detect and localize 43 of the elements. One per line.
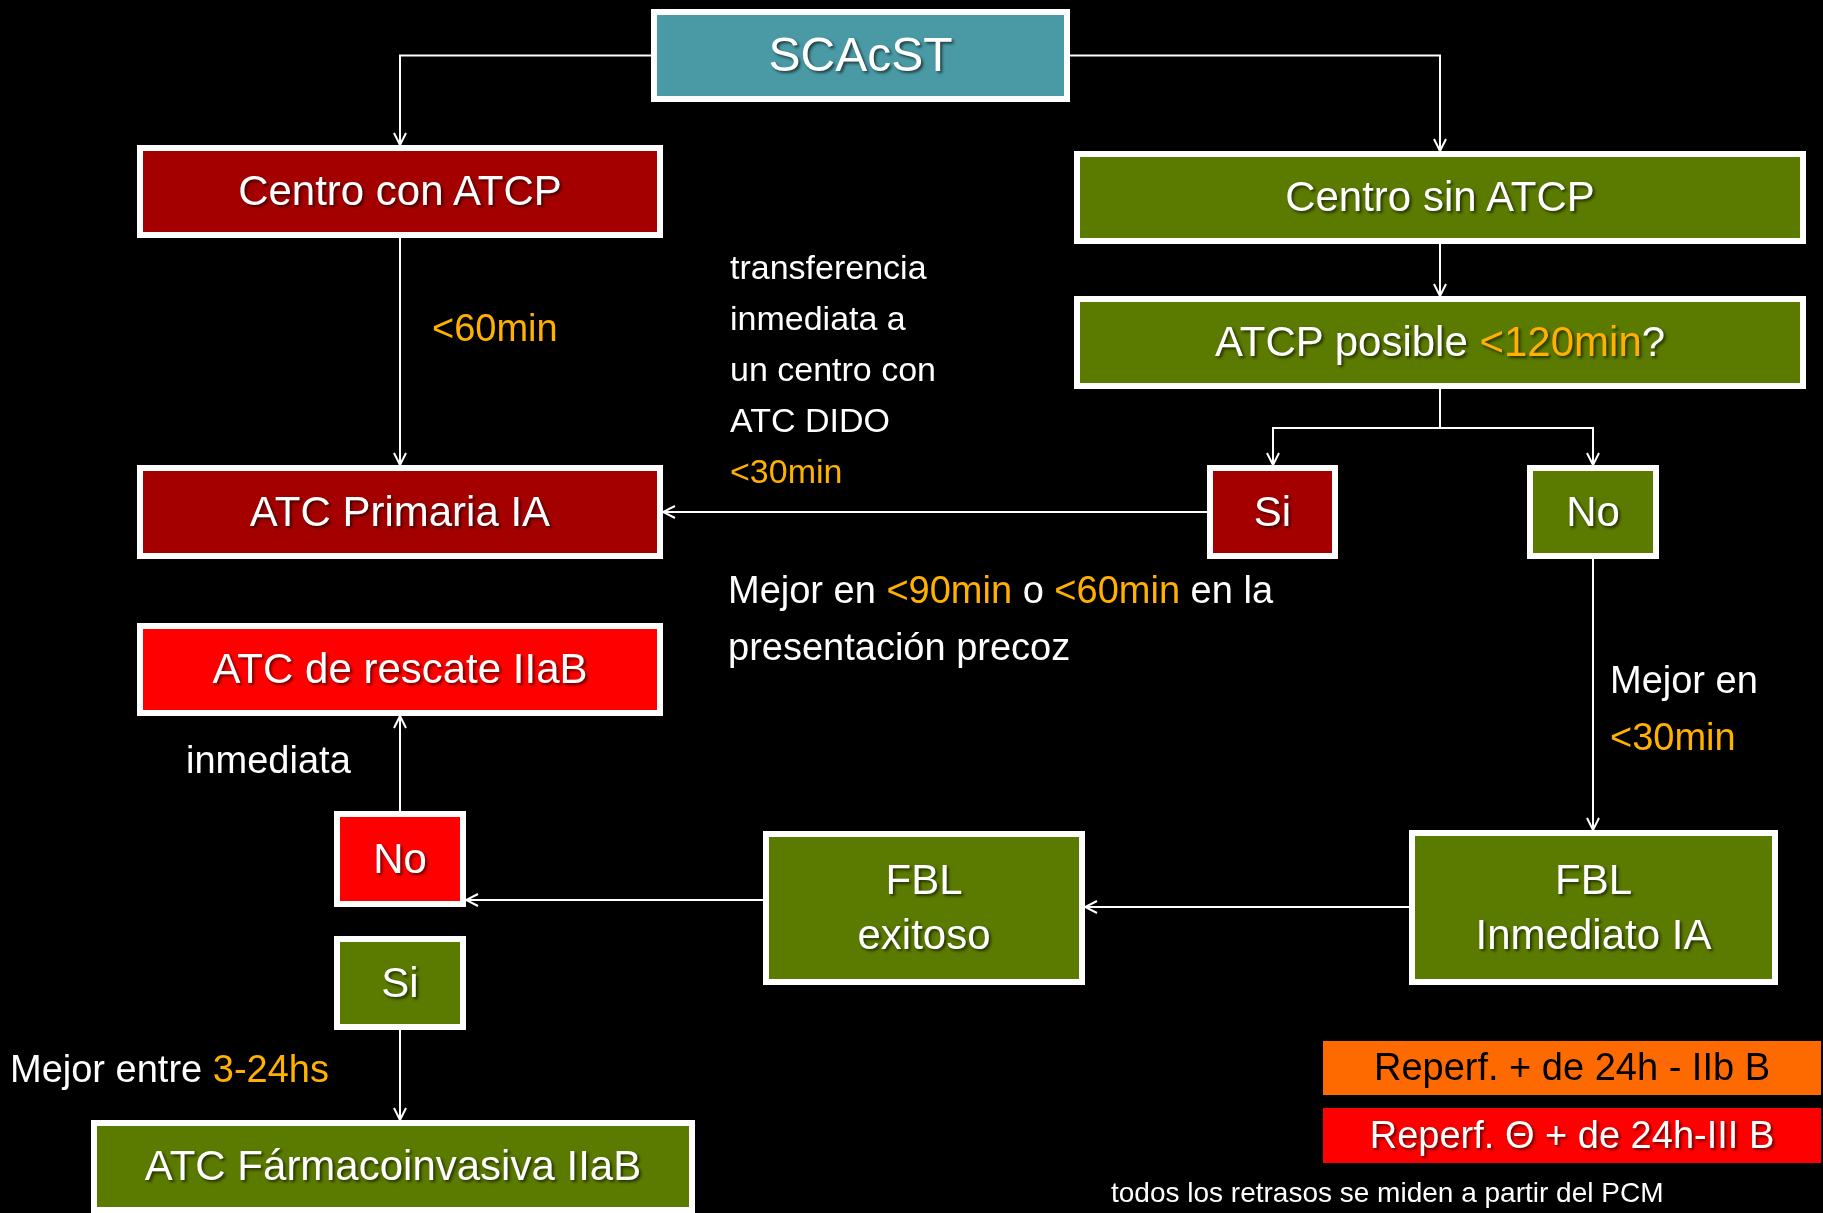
- box-label: ATC Primaria IA: [249, 486, 551, 537]
- process-box: [91, 1120, 695, 1213]
- box-label: FBL Inmediato IA: [1474, 854, 1713, 960]
- process-box: [137, 145, 663, 238]
- box-label: Centro con ATCP: [238, 166, 562, 217]
- arrow: [393, 237, 407, 466]
- answer-box: [334, 936, 466, 1030]
- box-label: Reperf. Θ + de 24h-III B: [1369, 1112, 1775, 1158]
- process-box: [137, 623, 663, 716]
- box-label: ATC de rescate IIaB: [212, 644, 588, 695]
- arrow: [465, 893, 764, 907]
- start-box: [651, 9, 1070, 102]
- process-box: [137, 465, 663, 559]
- arrow: [1439, 388, 1600, 466]
- process-box: [763, 831, 1085, 985]
- arrow: [393, 54, 652, 146]
- box-label: ATCP posible <120min?: [1214, 317, 1666, 368]
- arrow: [662, 505, 1208, 519]
- box-label: SCAcST: [768, 27, 953, 84]
- box-label: Si: [381, 957, 419, 1008]
- box-label: Centro sin ATCP: [1285, 172, 1595, 223]
- box-label: No: [373, 833, 427, 884]
- arrow: [1586, 558, 1600, 831]
- process-box: [1409, 830, 1778, 985]
- arrow: [1084, 900, 1410, 914]
- decision-box: [1074, 296, 1806, 389]
- box-label: ATC Fármacoinvasiva IIaB: [144, 1141, 642, 1192]
- box-label: FBL exitoso: [856, 855, 992, 960]
- note-box: [1323, 1041, 1821, 1095]
- arrow: [1069, 54, 1447, 152]
- arrow: [393, 715, 407, 812]
- box-label: Reperf. + de 24h - IIb B: [1373, 1045, 1771, 1091]
- answer-box: [334, 811, 466, 907]
- process-box: [1074, 151, 1806, 244]
- arrow: [393, 1029, 407, 1121]
- note-box: [1323, 1108, 1821, 1163]
- box-label: No: [1566, 486, 1620, 537]
- answer-box: [1527, 465, 1659, 559]
- annotation-text: transferencia inmediata a un centro con ATC DIDO <30min: [730, 247, 938, 492]
- box-label: Si: [1253, 486, 1292, 537]
- footnote-text: todos los retrasos se miden a partir del PCM: [1111, 1176, 1665, 1210]
- answer-box: [1207, 465, 1338, 559]
- arrow: [1433, 243, 1447, 297]
